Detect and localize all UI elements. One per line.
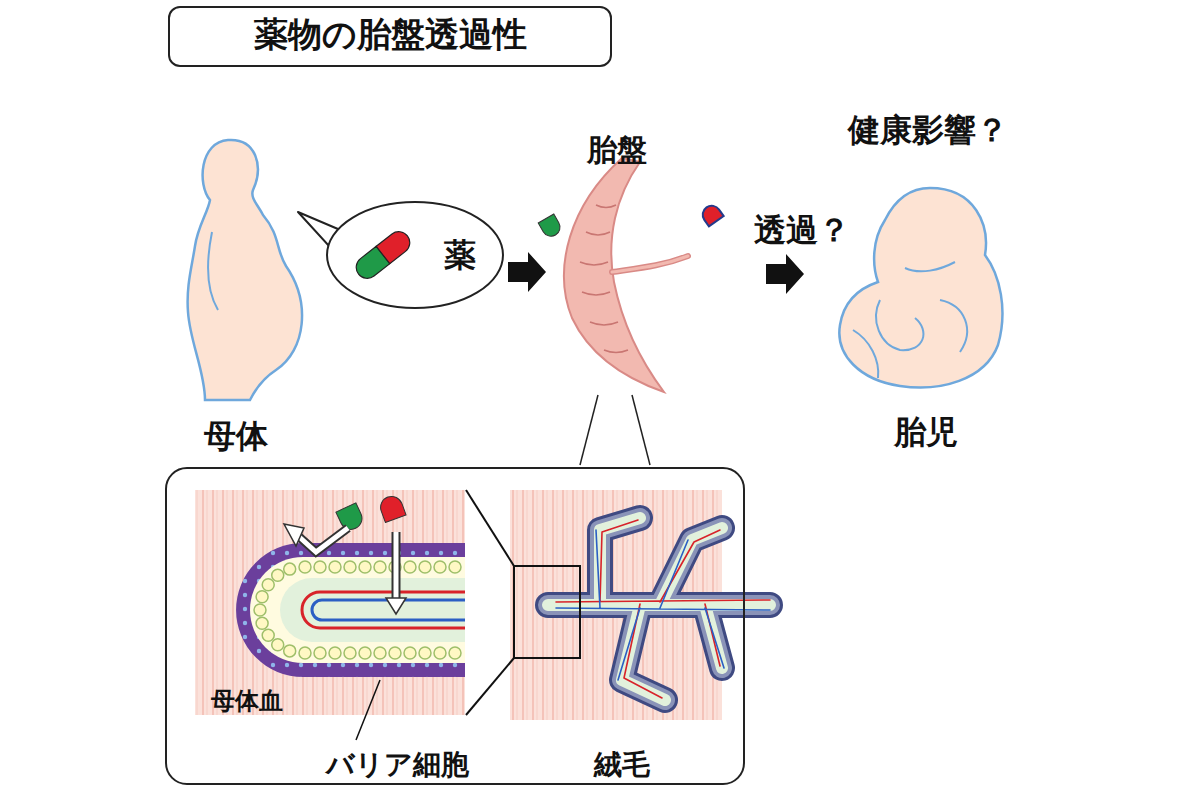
barrier-cell [359, 647, 371, 659]
placenta-label: 胎盤 [587, 133, 647, 168]
zoom-line [466, 658, 514, 715]
barrier-cell [419, 647, 431, 659]
umbilical-cord [612, 256, 688, 272]
barrier-cell [434, 561, 446, 573]
mother-arm [208, 232, 218, 310]
arrow-head [284, 524, 304, 546]
barrier-cell-label: バリア細胞 [326, 749, 469, 781]
villus-label: 絨毛 [594, 749, 650, 781]
block-arrow [508, 252, 546, 292]
barrier-cell [344, 561, 356, 573]
villus-outer [236, 543, 465, 677]
inset-panel: 母体血バリア細胞 絨毛 [165, 467, 745, 785]
drug-label: 薬 [444, 237, 476, 274]
transfer-label: 透過？ [754, 212, 850, 249]
barrier-cell [256, 591, 268, 603]
zoom-box [514, 566, 580, 658]
barrier-cell [404, 647, 416, 659]
barrier-cell [284, 645, 296, 657]
reflect-arrow [296, 528, 348, 552]
mother-figure [188, 140, 302, 400]
barrier-cell [329, 647, 341, 659]
barrier-cell [449, 561, 461, 573]
capsule-red-half [378, 493, 407, 522]
barrier-cell [434, 647, 446, 659]
capsule-red-half [699, 202, 723, 226]
barrier-cell [419, 561, 431, 573]
barrier-cell [404, 561, 416, 573]
bubble-outline [325, 200, 505, 310]
barrier-cell [389, 647, 401, 659]
barrier-cell [374, 647, 386, 659]
fetus [839, 188, 1002, 387]
barrier-cell [329, 561, 341, 573]
health-effect-label: 健康影響？ [848, 112, 1008, 149]
barrier-cell [449, 647, 461, 659]
barrier-cell [314, 561, 326, 573]
arrow-head [386, 598, 406, 614]
barrier-cell [284, 563, 296, 575]
capsule-green-half [538, 214, 563, 239]
barrier-cell [314, 647, 326, 659]
placenta-lobes [580, 205, 628, 353]
title-text: 薬物の胎盤透過性 [254, 15, 527, 54]
barrier-cell [254, 604, 266, 616]
barrier-cell [299, 561, 311, 573]
zoom-line [632, 395, 650, 465]
speech-bubble: 薬 [325, 200, 505, 310]
barrier-cell [344, 647, 356, 659]
tissue-panel [195, 490, 465, 715]
barrier-cell [262, 629, 274, 641]
villus-cell-layer [250, 557, 465, 663]
reflect-arrow [296, 528, 348, 552]
barrier-cell [272, 569, 284, 581]
title-box: 薬物の胎盤透過性 [168, 6, 612, 67]
villus-stroma [280, 578, 465, 642]
barrier-cell [359, 561, 371, 573]
villus-tree [548, 518, 770, 700]
barrier-cell [299, 647, 311, 659]
barrier-cell [272, 639, 284, 651]
block-arrow [766, 254, 804, 294]
fetus-limbs [853, 262, 967, 378]
barrier-cell [374, 561, 386, 573]
fetus-label: 胎児 [894, 414, 958, 451]
maternal-blood-label: 母体血 [211, 688, 283, 716]
barrier-cell [256, 617, 268, 629]
pass-arrow [392, 532, 401, 600]
umbilical-cord [612, 256, 688, 272]
placenta [564, 158, 664, 392]
barrier-cell [262, 579, 274, 591]
leader-line [356, 680, 380, 740]
fetal-vessel [302, 592, 465, 628]
pass-arrow [394, 532, 399, 600]
zoom-line [466, 490, 514, 566]
mother-label: 母体 [204, 418, 268, 455]
zoom-line [580, 395, 598, 465]
